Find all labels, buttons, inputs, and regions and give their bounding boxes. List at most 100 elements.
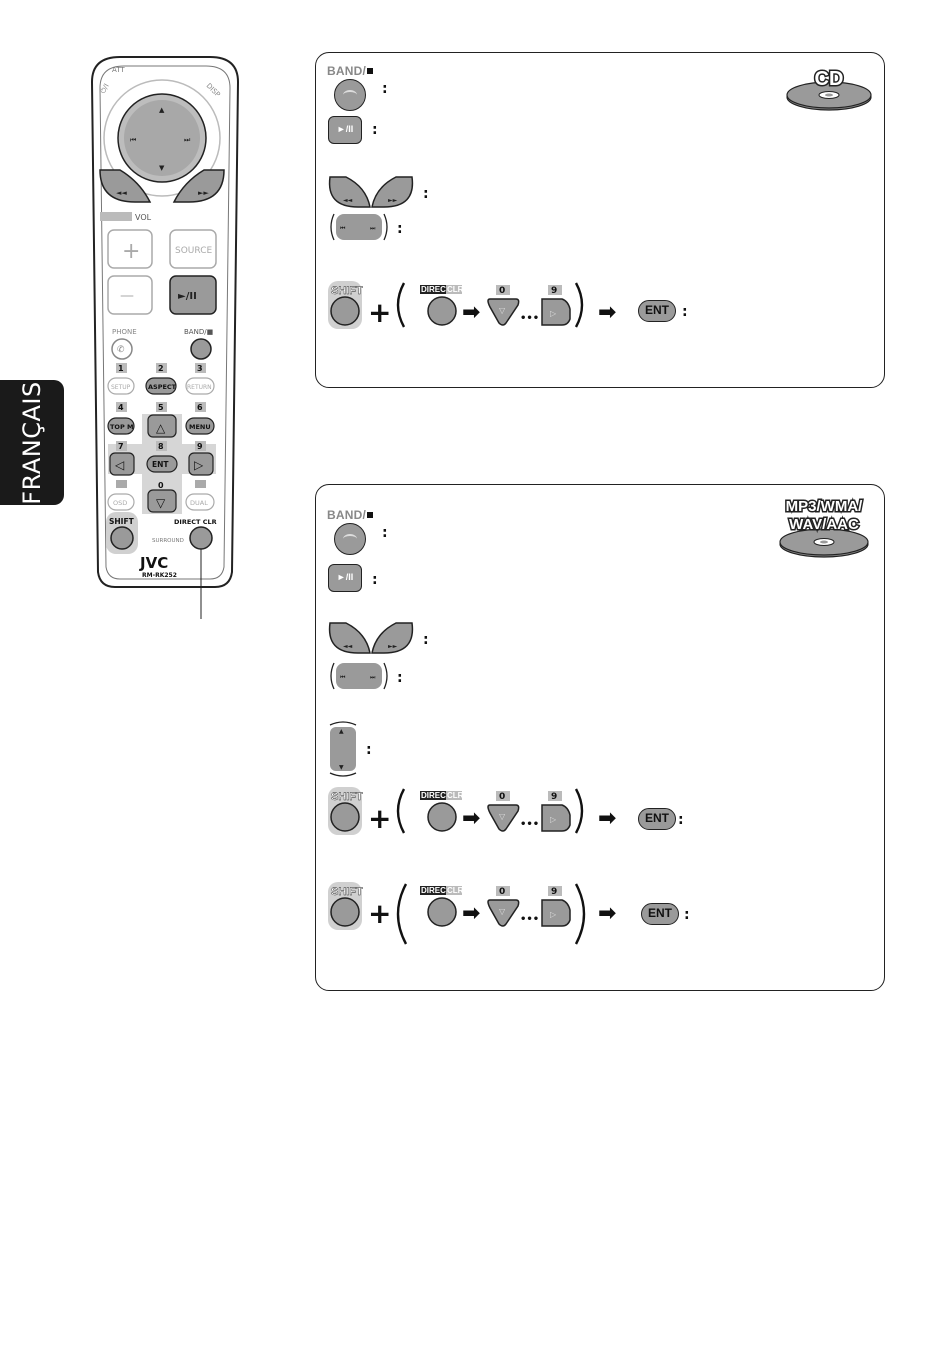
dpad-down-button[interactable] bbox=[147, 489, 177, 513]
mp3-joystick-ud[interactable]: ▲ ▼ bbox=[328, 719, 358, 779]
mp3-rewind-button[interactable] bbox=[328, 622, 371, 654]
cd-rewind-button[interactable] bbox=[328, 176, 371, 208]
mp3-ent-button-2[interactable]: ENT bbox=[641, 903, 679, 925]
mp3-nine-right-icon-2: ▷ bbox=[550, 910, 557, 919]
mp3-disc-icon: MP3/WMA/ WAV/AAC bbox=[779, 497, 869, 558]
remote-ent-label: ENT bbox=[152, 460, 169, 469]
cd-direct-button[interactable] bbox=[427, 296, 457, 326]
cd-play-pause-button[interactable]: ►/II bbox=[328, 116, 362, 144]
fast-forward-icon: ►► bbox=[198, 189, 209, 197]
remote-ent-button[interactable] bbox=[146, 455, 178, 473]
source-label: SOURCE bbox=[175, 246, 212, 256]
play-pause-label: ►/II bbox=[178, 291, 197, 302]
mp3-nine-button-2[interactable] bbox=[541, 899, 571, 927]
remote-shift-button[interactable] bbox=[110, 526, 134, 550]
num3-label: 3 bbox=[197, 364, 203, 373]
cd-ent-button[interactable]: ENT bbox=[638, 300, 676, 322]
vol-bar bbox=[100, 212, 132, 221]
return-button[interactable] bbox=[185, 377, 215, 395]
cd-joystick-next-icon: ⏭ bbox=[370, 225, 376, 232]
fast-forward-button[interactable] bbox=[172, 169, 225, 203]
phone-button[interactable] bbox=[111, 338, 133, 360]
mp3-clr-label-2: CLR bbox=[447, 886, 464, 895]
cd-zero-button[interactable] bbox=[487, 298, 520, 326]
volume-down-label: — bbox=[120, 288, 134, 304]
joystick-up-arrow-icon: ▲ bbox=[159, 106, 165, 114]
cd-nine-button[interactable] bbox=[541, 298, 571, 326]
volume-up-button[interactable] bbox=[107, 229, 153, 269]
joystick-next-icon: ⏭ bbox=[184, 136, 191, 144]
att-label: ATT bbox=[112, 66, 125, 74]
setup-button[interactable] bbox=[107, 377, 135, 395]
control-ring bbox=[103, 79, 221, 197]
top-menu-button[interactable] bbox=[107, 417, 135, 435]
play-pause-button[interactable] bbox=[169, 275, 217, 315]
aspect-label: ASPECT bbox=[148, 383, 177, 391]
cd-shift-button[interactable] bbox=[330, 296, 360, 326]
phone-label: PHONE bbox=[112, 328, 137, 336]
mp3-direct-button-2[interactable] bbox=[427, 897, 457, 927]
osd-button[interactable] bbox=[107, 493, 135, 511]
cd-direct-label: DIRECT bbox=[421, 285, 451, 294]
dpad-right-button[interactable] bbox=[188, 452, 214, 476]
mp3-close-paren-1 bbox=[574, 788, 584, 834]
remote-direct-button[interactable] bbox=[189, 526, 213, 550]
mp3-arrow-1a-icon: ➡ bbox=[462, 806, 480, 831]
mp3-zero-button-1[interactable] bbox=[487, 804, 520, 832]
volume-down-button[interactable] bbox=[107, 275, 153, 315]
source-button[interactable] bbox=[169, 229, 217, 269]
mp3-direct-button-1[interactable] bbox=[427, 802, 457, 832]
menu-button[interactable] bbox=[185, 417, 215, 435]
cd-shift-label: SHIFT bbox=[331, 285, 363, 297]
cd-clr-label: CLR bbox=[447, 285, 464, 294]
num4-badge bbox=[116, 402, 127, 412]
dpad-left-button[interactable] bbox=[109, 452, 135, 476]
mp3-joystick-up-icon: ▲ bbox=[339, 728, 344, 735]
dpad-down-icon: ▽ bbox=[156, 496, 166, 510]
dual-button[interactable] bbox=[185, 493, 215, 511]
mp3-shift-button-2[interactable] bbox=[330, 897, 360, 927]
mp3-rew-ff-buttons[interactable]: ◄◄ ►► bbox=[326, 619, 416, 657]
dpad-up-icon: △ bbox=[156, 421, 166, 435]
joystick-down-arrow-icon: ▼ bbox=[159, 164, 165, 172]
mp3-joystick-lr[interactable]: ⏮ ⏭ bbox=[328, 661, 390, 691]
mp3-zero-button-2[interactable] bbox=[487, 899, 520, 927]
mp3-nine-button-1[interactable] bbox=[541, 804, 571, 832]
mp3-arrow-2b-icon: ➡ bbox=[598, 901, 616, 926]
cd-close-paren bbox=[574, 282, 584, 328]
cd-joystick-lr[interactable]: ⏮ ⏭ bbox=[328, 212, 390, 242]
mp3-joystick-prev-icon: ⏮ bbox=[340, 674, 346, 681]
mp3-fast-forward-button[interactable] bbox=[371, 622, 414, 654]
mp3-shift-button-1[interactable] bbox=[330, 802, 360, 832]
aspect-button[interactable] bbox=[145, 377, 177, 395]
mp3-play-pause-button[interactable]: ►/II bbox=[328, 564, 362, 592]
mp3-direct-label-1: DIRECT bbox=[421, 791, 451, 800]
vol-label: VOL bbox=[135, 213, 152, 222]
cd-direct-sequence: SHIFT + DIRECT CLR ➡ 0 ▽ ••• 9 ▷ ➡ bbox=[328, 281, 616, 329]
cd-arrow-2-icon: ➡ bbox=[598, 300, 616, 325]
remote-control-illustration: ATT ⏻/I DISP ▲ ▼ ⏮ ⏭ ◄◄ ►► VOL + SOURCE … bbox=[90, 56, 240, 619]
mp3-band-button[interactable] bbox=[334, 523, 366, 555]
mp3-open-paren-2 bbox=[396, 883, 408, 945]
joystick-center[interactable] bbox=[124, 100, 200, 176]
mp3-ent-button-1[interactable]: ENT bbox=[638, 808, 676, 830]
mp3-zero-label-1: 0 bbox=[499, 792, 505, 802]
band-button[interactable] bbox=[190, 338, 212, 360]
num9-badge bbox=[195, 441, 206, 451]
power-label: ⏻/I bbox=[99, 82, 111, 95]
dpad-left-icon: ◁ bbox=[114, 458, 124, 472]
cd-band-label: BAND/ bbox=[327, 64, 374, 78]
top-menu-label: TOP M bbox=[110, 423, 133, 431]
cd-rew-ff-buttons[interactable]: ◄◄ ►► bbox=[326, 173, 416, 211]
mp3-shift-label-2: SHIFT bbox=[331, 886, 363, 898]
rewind-button[interactable] bbox=[99, 169, 152, 203]
mp3-fast-forward-icon: ►► bbox=[388, 643, 398, 650]
dpad-up-button[interactable] bbox=[147, 414, 177, 438]
cd-disc-icon: CD bbox=[786, 67, 872, 111]
cd-band-button[interactable] bbox=[334, 79, 366, 111]
num7-label: 7 bbox=[118, 442, 124, 451]
num1-label: 1 bbox=[118, 364, 124, 373]
num5-badge bbox=[156, 402, 167, 412]
mp3-plus-sign-2: + bbox=[368, 897, 391, 930]
cd-fast-forward-button[interactable] bbox=[371, 176, 414, 208]
